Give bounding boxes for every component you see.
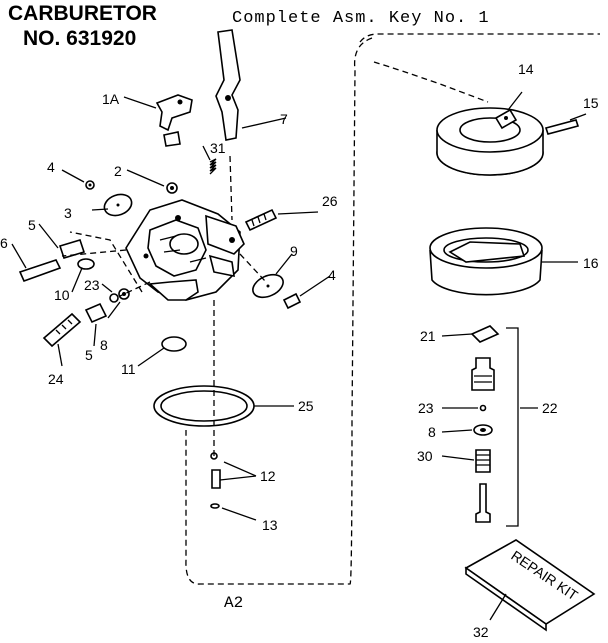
callout-5-lower: 5 bbox=[85, 347, 93, 363]
callout-21: 21 bbox=[420, 328, 436, 344]
callout-23-right: 23 bbox=[418, 400, 434, 416]
float-bowl-guide bbox=[373, 61, 489, 103]
screw-4-left bbox=[85, 180, 95, 190]
callout-30: 30 bbox=[417, 448, 433, 464]
inlet-needle bbox=[475, 483, 491, 523]
repair-kit-32: REPAIR KIT bbox=[464, 539, 596, 632]
callout-5-upper: 5 bbox=[28, 217, 36, 233]
needle-seat-5-upper bbox=[58, 239, 86, 259]
callout-23-left: 23 bbox=[84, 277, 100, 293]
callout-7: 7 bbox=[280, 111, 288, 127]
screw-4-right bbox=[282, 292, 302, 310]
float-top-14 bbox=[436, 107, 544, 176]
body-guide-left bbox=[61, 231, 151, 297]
choke-screw bbox=[166, 182, 178, 194]
float-bowl-16 bbox=[429, 227, 543, 296]
choke-plate-3 bbox=[103, 193, 133, 217]
callout-2: 2 bbox=[114, 163, 122, 179]
oring-23-left bbox=[109, 293, 119, 303]
callout-a2: A2 bbox=[224, 594, 243, 612]
gasket-25 bbox=[153, 385, 255, 427]
oring-23-right bbox=[479, 404, 487, 412]
clip-13 bbox=[210, 503, 220, 509]
callout-14: 14 bbox=[518, 61, 534, 77]
mixture-needle-24 bbox=[42, 312, 82, 348]
needle-seat-5-lower bbox=[84, 302, 108, 324]
carburetor-body bbox=[125, 199, 245, 301]
group-bracket-22 bbox=[506, 327, 519, 527]
spring-30 bbox=[475, 449, 491, 473]
washer-21 bbox=[470, 325, 500, 343]
callout-8-right: 8 bbox=[428, 424, 436, 440]
callout-6: 6 bbox=[0, 235, 8, 251]
callout-22: 22 bbox=[542, 400, 558, 416]
callout-3: 3 bbox=[64, 205, 72, 221]
leader-lines bbox=[11, 91, 587, 621]
callout-4-right: 4 bbox=[328, 267, 336, 283]
washer-8-right bbox=[473, 424, 493, 436]
callout-25: 25 bbox=[298, 398, 314, 414]
callout-8-left: 8 bbox=[100, 337, 108, 353]
choke-bracket bbox=[155, 94, 193, 147]
callout-31: 31 bbox=[210, 140, 226, 156]
callout-26: 26 bbox=[322, 193, 338, 209]
assembly-bracket bbox=[185, 33, 600, 585]
callout-24: 24 bbox=[48, 371, 64, 387]
fuel-fitting bbox=[471, 357, 495, 391]
assembly-key-text: Complete Asm. Key No. 1 bbox=[232, 9, 490, 28]
welch-plug-11 bbox=[161, 336, 187, 352]
throttle-lever bbox=[215, 29, 241, 141]
spring-31 bbox=[209, 158, 217, 175]
pin-15 bbox=[544, 119, 580, 135]
callout-4-left: 4 bbox=[47, 159, 55, 175]
callout-16: 16 bbox=[583, 255, 599, 271]
bowl-gasket-10 bbox=[77, 258, 95, 270]
pin-12 bbox=[210, 452, 221, 489]
callout-1a: 1A bbox=[102, 91, 120, 107]
callout-15: 15 bbox=[583, 95, 599, 111]
diagram-title-line1: CARBURETOR bbox=[8, 2, 157, 25]
washer-8-left bbox=[118, 288, 130, 300]
callout-10: 10 bbox=[54, 287, 70, 303]
callout-12: 12 bbox=[260, 468, 276, 484]
callout-11: 11 bbox=[121, 361, 136, 377]
idle-screw-26 bbox=[244, 208, 278, 232]
callout-9: 9 bbox=[290, 243, 298, 259]
body-guide-right bbox=[213, 155, 267, 456]
callout-32: 32 bbox=[473, 624, 489, 640]
shaft-6 bbox=[18, 259, 62, 283]
throttle-plate-9 bbox=[252, 273, 284, 299]
diagram-title-line2: NO. 631920 bbox=[23, 27, 137, 50]
callout-13: 13 bbox=[262, 517, 278, 533]
